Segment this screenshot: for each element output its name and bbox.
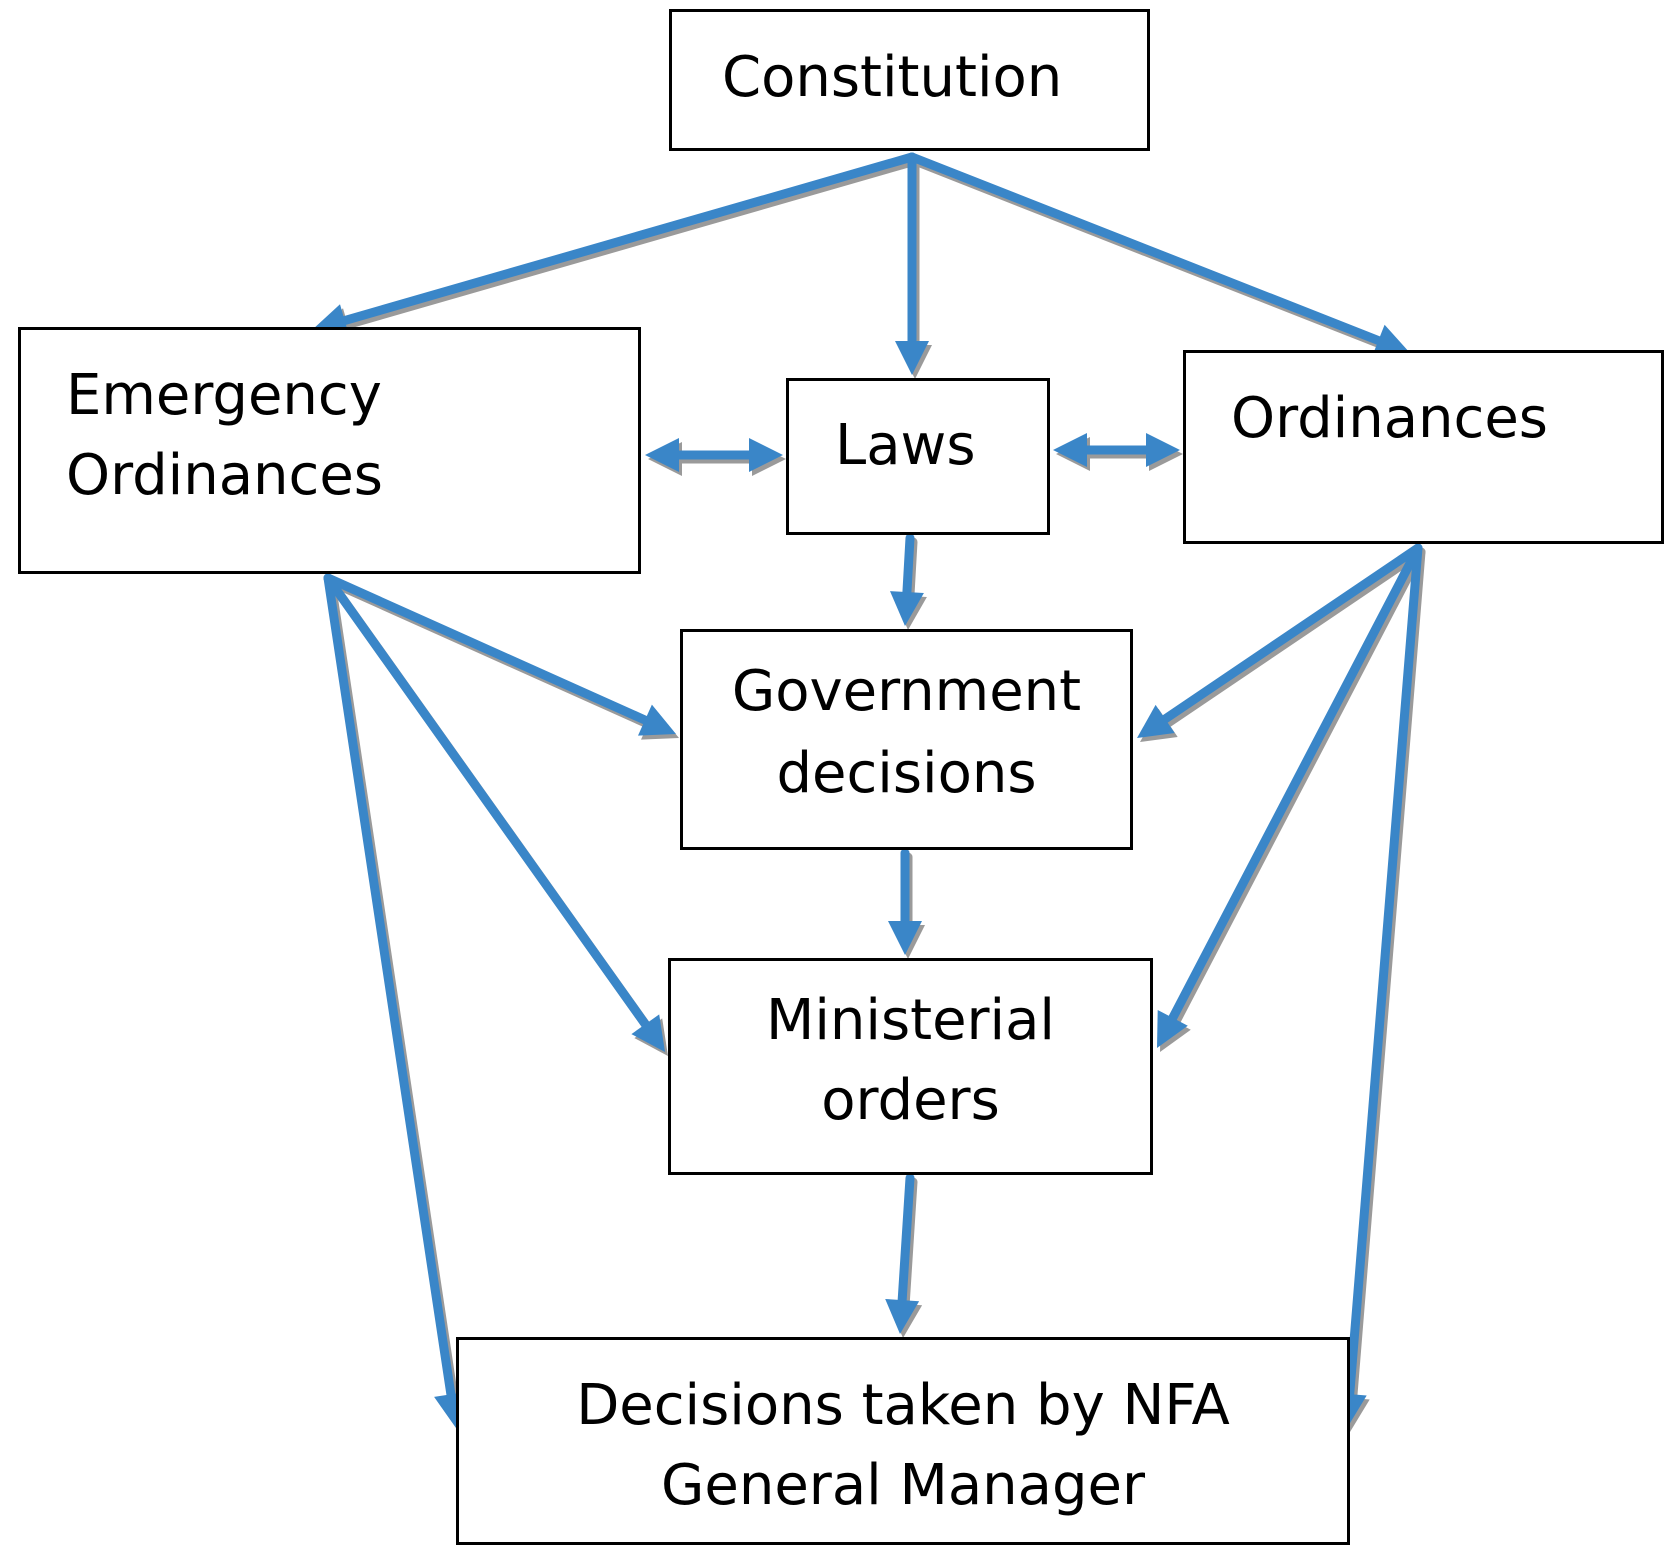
arrow-ordinances-to-government-shadow [1140,547,1426,742]
arrow-constitution-to-laws [895,152,929,375]
government-decisions-box: Government decisions [680,629,1133,850]
arrow-constitution-to-ordinances [907,152,1410,357]
ministerial-orders-label-line1: Ministerial [766,988,1055,1053]
arrow-emergency-to-ministerial [323,573,665,1052]
arrow-laws-ordinances [1053,433,1180,467]
arrow-ministerial-to-nfa [885,1173,920,1334]
arrow-ordinances-to-government [1137,543,1423,738]
arrow-emergency-to-government [323,573,676,736]
arrow-ordinances-to-ministerial [1157,543,1423,1048]
ministerial-orders-label-line2: orders [821,1068,1000,1133]
emergency-ordinances-box: Emergency Ordinances [18,327,641,574]
constitution-label: Constitution [722,45,1063,110]
arrow-emergency-laws [645,438,783,472]
nfa-decisions-label-line2: General Manager [661,1453,1145,1518]
emergency-ordinances-label-line2: Ordinances [66,443,383,508]
ministerial-orders-box: Ministerial orders [668,958,1153,1175]
ordinances-box: Ordinances [1183,350,1664,544]
arrow-constitution-to-emergency-shadow [315,156,920,341]
arrow-government-to-ministerial [888,848,922,955]
emergency-ordinances-label-line1: Emergency [66,363,382,428]
arrow-laws-to-government [890,533,924,626]
constitution-box: Constitution [669,9,1150,151]
nfa-decisions-box: Decisions taken by NFA General Manager [456,1337,1350,1545]
laws-box: Laws [786,378,1050,535]
ordinances-label: Ordinances [1231,386,1548,451]
government-decisions-label-line1: Government [731,659,1082,724]
government-decisions-label-line2: decisions [776,741,1037,806]
nfa-decisions-label-line1: Decisions taken by NFA [576,1373,1230,1438]
laws-label: Laws [835,413,976,478]
